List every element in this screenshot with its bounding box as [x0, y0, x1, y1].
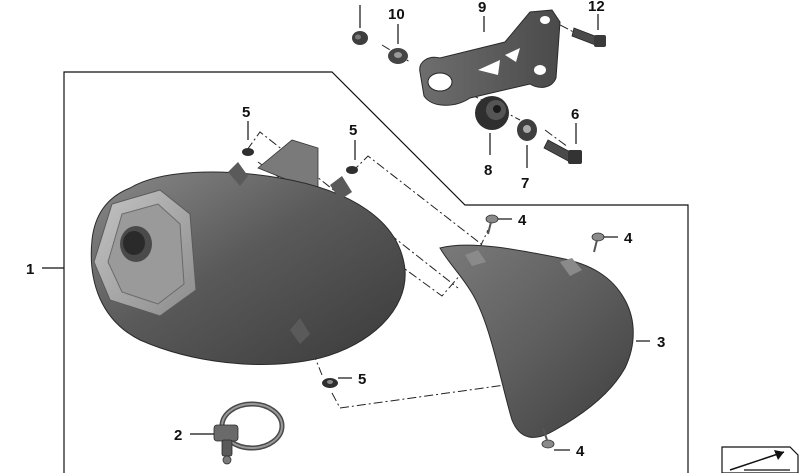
callout-6: 6 — [571, 106, 579, 123]
bracket-icon — [419, 9, 561, 106]
callout-8: 8 — [484, 162, 492, 179]
callout-5: 5 — [242, 104, 250, 121]
bolt-12-icon — [571, 27, 606, 47]
leader-lines — [42, 5, 650, 451]
rubber-mount-icon — [475, 96, 509, 130]
callout-5: 5 — [349, 122, 357, 139]
callout-2: 2 — [174, 427, 182, 444]
assembly-frame — [63, 71, 689, 473]
callout-1: 1 — [26, 261, 34, 278]
washer-7-icon — [517, 119, 537, 141]
callout-4: 4 — [624, 230, 633, 247]
washer-10-icon — [388, 48, 408, 64]
corner-arrow-icon[interactable] — [721, 446, 799, 473]
callout-5: 5 — [358, 371, 366, 388]
callout-4: 4 — [576, 443, 585, 460]
heat-shield-icon — [439, 244, 634, 438]
muffler-icon — [90, 139, 406, 365]
callout-7: 7 — [521, 175, 529, 192]
nut-icon — [352, 31, 368, 45]
clamp-icon — [213, 401, 285, 465]
callout-4: 4 — [518, 212, 527, 229]
screw-4-icon — [485, 214, 605, 449]
callout-9: 9 — [478, 0, 486, 16]
callout-3: 3 — [657, 334, 665, 351]
bolt-6-icon — [543, 139, 582, 164]
callouts: 1 2 3 4 4 4 5 5 5 6 7 8 9 10 12 — [26, 0, 665, 460]
callout-12: 12 — [588, 0, 605, 15]
callout-10: 10 — [388, 6, 405, 23]
grommet-5-icon — [242, 148, 358, 388]
